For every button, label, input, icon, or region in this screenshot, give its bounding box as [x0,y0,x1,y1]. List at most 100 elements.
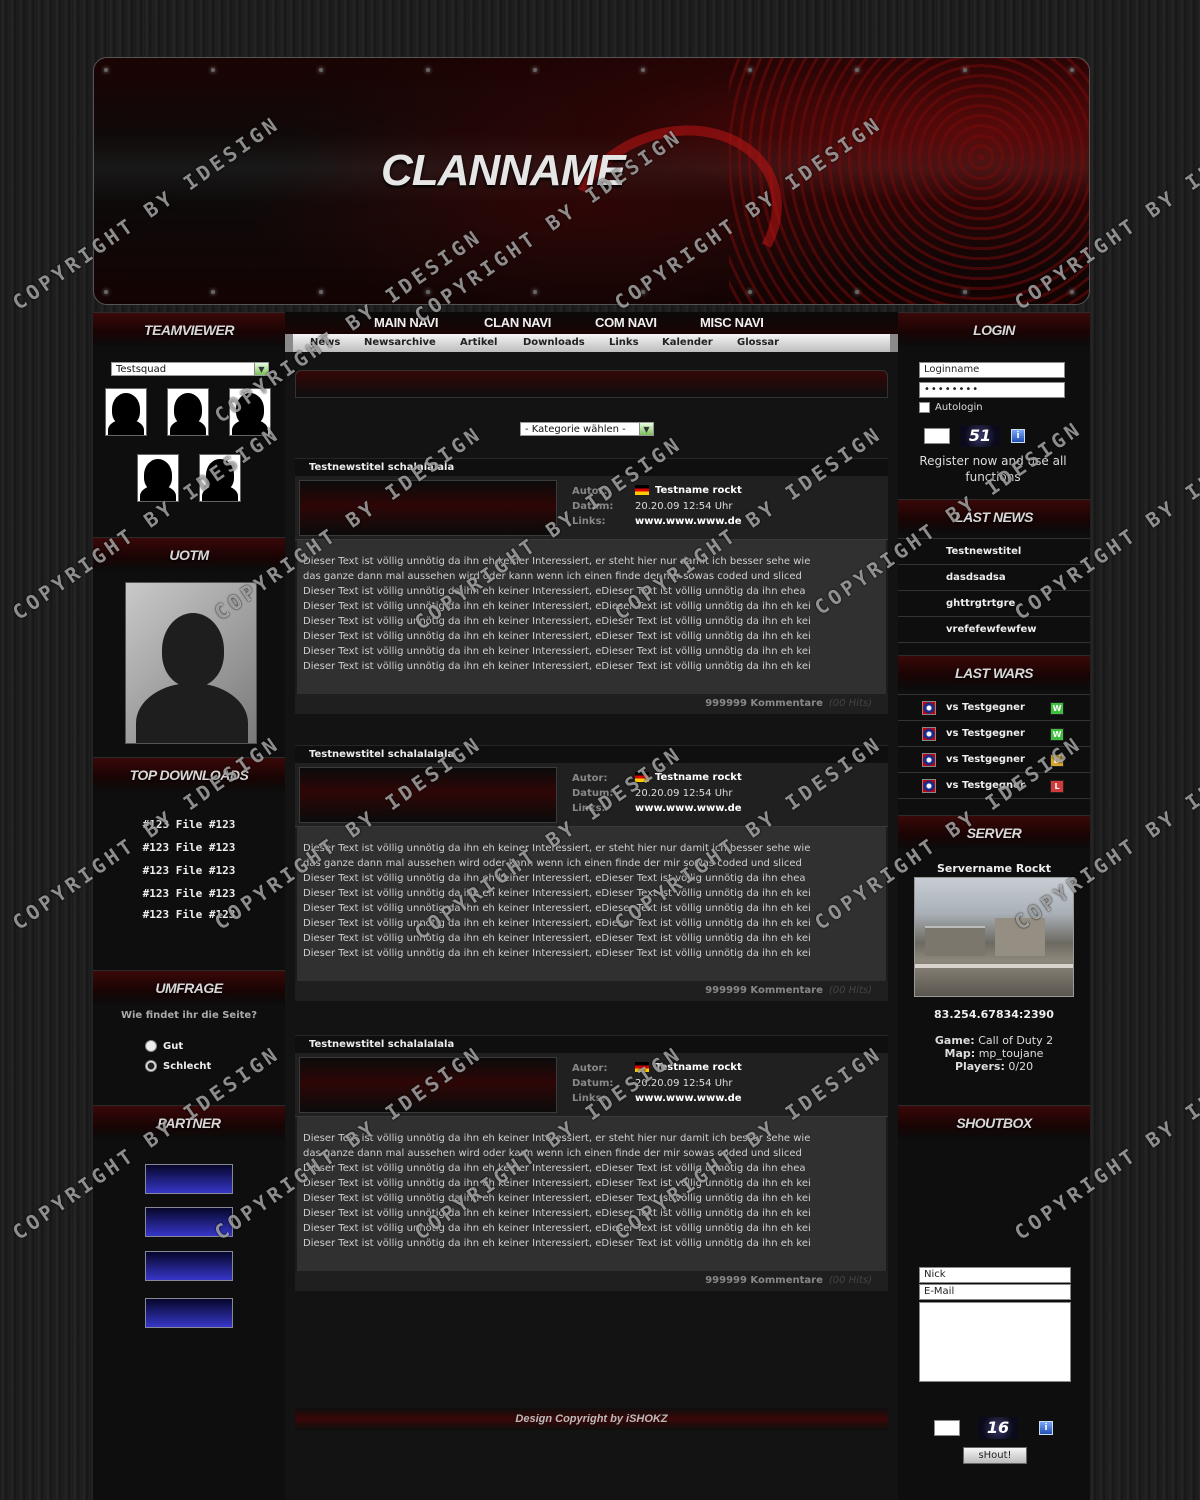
lastnews-list: Testnewstitel dasdsadsa ghttrgtrtgre vre… [898,538,1090,643]
radio-icon [145,1040,157,1052]
news-author[interactable]: Testname rockt [635,1062,742,1073]
info-icon[interactable]: i [1039,1421,1053,1435]
date-label: Datum: [572,1078,614,1089]
poll-option-schlecht[interactable]: Schlecht [145,1060,211,1072]
member-avatar[interactable] [199,454,241,502]
author-label: Autor: [572,486,608,497]
news-body: Dieser Text ist völlig unnötig da ihn eh… [295,827,888,981]
subnav-glossar[interactable]: Glossar [737,337,780,348]
links-label: Links: [572,1093,606,1104]
news-meta: Autor: Datum: Links: Testname rockt 20.2… [295,476,888,540]
news-author[interactable]: Testname rockt [635,772,742,783]
autologin-checkbox[interactable]: Autologin [919,402,983,413]
uotm-heading: UOTM [93,537,285,571]
autologin-label: Autologin [935,402,983,413]
member-avatar[interactable] [229,388,271,436]
login-password-input[interactable]: •••••••• [919,382,1065,398]
hits-count: (00 Hits) [828,698,872,709]
poll-option-label: Schlecht [163,1060,212,1072]
member-avatar[interactable] [167,388,209,436]
news-meta: Autor: Datum: Links: Testname rockt 20.2… [295,763,888,827]
lastnews-item[interactable]: dasdsadsa [898,565,1090,591]
author-label: Autor: [572,1063,608,1074]
partner-banner[interactable] [145,1251,233,1281]
shoutbox-captcha-input[interactable] [934,1420,960,1436]
map-label: Map: [944,1047,976,1060]
category-select-value: - Kategorie wählen - [525,423,626,435]
main-content: MAIN NAVI CLAN NAVI COM NAVI MISC NAVI N… [285,312,898,1500]
nav-misc-navi[interactable]: MISC NAVI [700,315,764,330]
register-link[interactable]: Register now and use all functions [919,454,1067,484]
server-map-preview[interactable] [914,877,1074,997]
news-links[interactable]: www.www.www.de [635,1093,742,1104]
uotm-photo[interactable] [125,582,257,744]
shoutbox-email-input[interactable]: E-Mail [919,1284,1071,1300]
category-select[interactable]: - Kategorie wählen - ▼ [520,422,654,436]
news-title[interactable]: Testnewstitel schalalalala [295,1035,888,1053]
member-avatar[interactable] [105,388,147,436]
server-heading: SERVER [898,815,1090,849]
news-body: Dieser Text ist völlig unnötig da ihn eh… [295,1117,888,1271]
news-title[interactable]: Testnewstitel schalalalala [295,745,888,763]
subnav-links[interactable]: Links [609,337,639,348]
result-draw-icon: D [1050,754,1064,767]
lastwars-heading: LAST WARS [898,655,1090,689]
comments-link[interactable]: 999999 Kommentare [705,698,823,709]
comments-link[interactable]: 999999 Kommentare [705,1275,823,1286]
info-icon[interactable]: i [1011,429,1025,443]
news-date: 20.20.09 12:54 Uhr [635,501,733,512]
lastnews-item[interactable]: vrefefewfewfew [898,617,1090,643]
left-sidebar: TEAMVIEWER Testsquad ▼ UOTM TOP DOWNLOAD… [93,312,285,1500]
clan-flag-icon [922,779,936,793]
nav-main-navi[interactable]: MAIN NAVI [374,315,439,330]
login-username-input[interactable]: Loginname [919,362,1065,378]
lastnews-item[interactable]: ghttrgtrtgre [898,591,1090,617]
login-captcha-input[interactable] [924,428,950,444]
partner-banner[interactable] [145,1164,233,1194]
news-footer: 999999 Kommentare(00 Hits) [295,1271,888,1291]
hits-count: (00 Hits) [828,985,872,996]
lastnews-heading: LAST NEWS [898,499,1090,533]
radio-checked-icon [145,1060,157,1072]
subnav-kalender[interactable]: Kalender [662,337,713,348]
news-links[interactable]: www.www.www.de [635,516,742,527]
poll-option-gut[interactable]: Gut [145,1040,183,1052]
shout-button[interactable]: sHout! [963,1447,1027,1464]
author-label: Autor: [572,773,608,784]
news-title[interactable]: Testnewstitel schalalalala [295,458,888,476]
links-label: Links: [572,803,606,814]
nav-clan-navi[interactable]: CLAN NAVI [484,315,552,330]
date-label: Datum: [572,788,614,799]
download-item[interactable]: #123 File #123 [142,818,236,831]
germany-flag-icon [635,1062,649,1072]
squad-select[interactable]: Testsquad ▼ [111,362,269,376]
partner-banner[interactable] [145,1207,233,1237]
comments-link[interactable]: 999999 Kommentare [705,985,823,996]
subnav-newsarchive[interactable]: Newsarchive [364,337,436,348]
subnav-news[interactable]: News [310,337,341,348]
server-ip[interactable]: 83.254.67834:2390 [934,1008,1054,1021]
subnav-artikel[interactable]: Artikel [460,337,498,348]
clan-logo[interactable]: CLANNAME [381,146,626,195]
news-entry: Testnewstitel schalalalala Autor: Datum:… [295,1035,888,1291]
shoutbox-nick-input[interactable]: Nick [919,1267,1071,1283]
download-item[interactable]: #123 File #123 [142,908,236,921]
member-avatar[interactable] [137,454,179,502]
download-item[interactable]: #123 File #123 [142,864,236,877]
nav-com-navi[interactable]: COM NAVI [595,315,657,330]
news-footer: 999999 Kommentare (00 Hits) [295,694,888,714]
clan-flag-icon [922,753,936,767]
download-item[interactable]: #123 File #123 [142,841,236,854]
chevron-down-icon: ▼ [254,363,268,375]
partner-banner[interactable] [145,1298,233,1328]
download-item[interactable]: #123 File #123 [142,887,236,900]
subnav-downloads[interactable]: Downloads [523,337,585,348]
shoutbox-message-input[interactable] [919,1302,1071,1382]
news-author[interactable]: Testname rockt [635,485,742,496]
news-links[interactable]: www.www.www.de [635,803,742,814]
lastnews-item[interactable]: Testnewstitel [898,539,1090,565]
